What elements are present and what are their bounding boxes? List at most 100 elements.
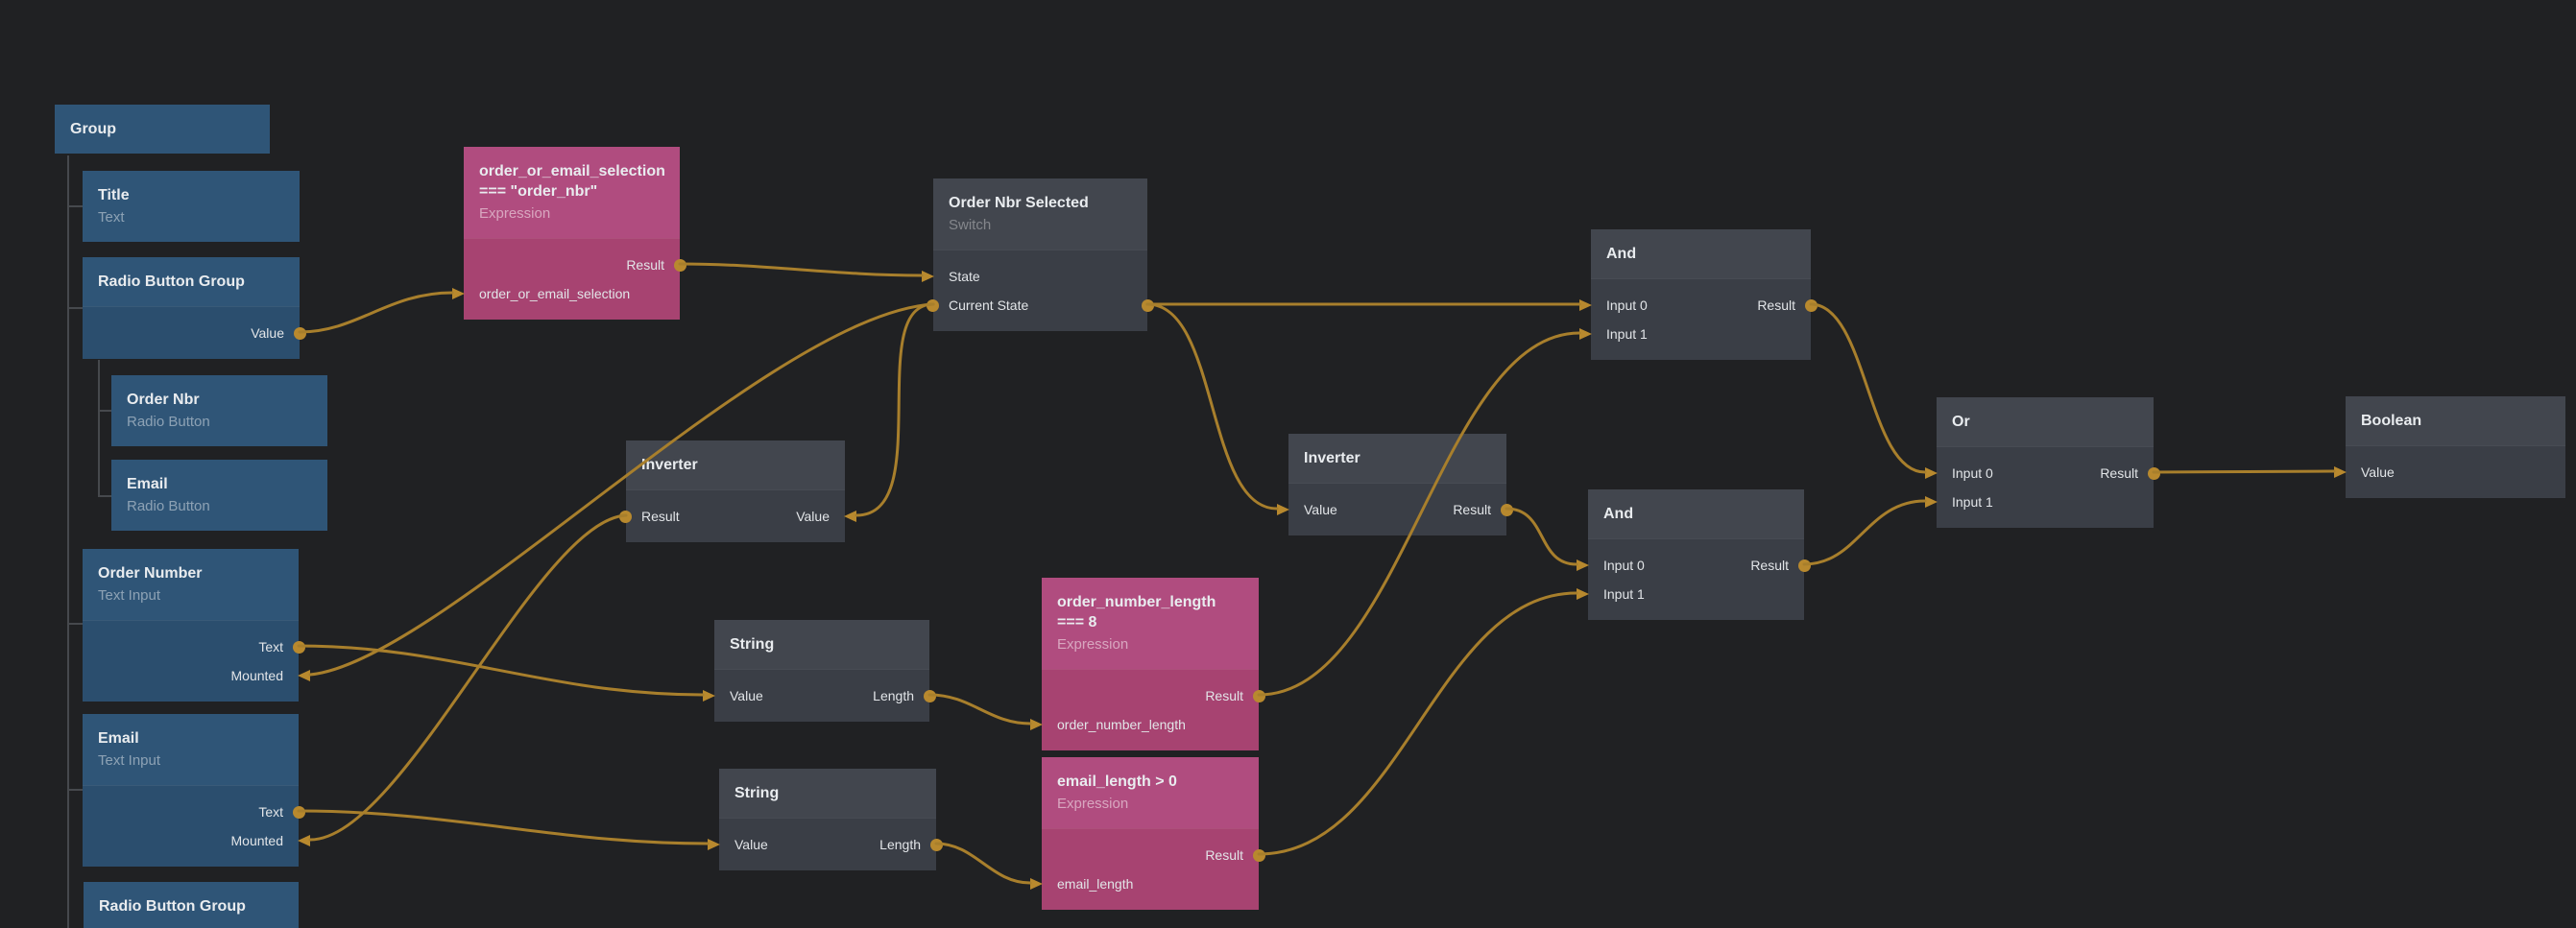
input-port-arrow[interactable] — [1579, 299, 1592, 311]
node-subtitle: Expression — [1057, 795, 1243, 814]
input-port-arrow[interactable] — [708, 839, 720, 850]
node-title: Inverter — [1304, 448, 1491, 468]
group-hierarchy-line — [67, 623, 83, 625]
node-title: Or — [1952, 412, 2138, 432]
wire-or-result-to-boolean-value[interactable] — [2154, 471, 2334, 472]
node-and-top[interactable]: And Input 0 Result Input 1 — [1591, 229, 1811, 360]
node-group[interactable]: Group — [55, 105, 270, 154]
input-port-arrow[interactable] — [1277, 504, 1289, 515]
group-hierarchy-line — [98, 495, 111, 497]
wire-and-top-result-to-or-input0[interactable] — [1811, 304, 1925, 472]
group-hierarchy-line — [67, 789, 83, 791]
node-title: Email — [127, 474, 312, 494]
port-label: Result — [1205, 681, 1243, 710]
wire-inverter-left-result-to-email-mounted[interactable] — [310, 515, 626, 840]
input-port-arrow[interactable] — [1577, 559, 1589, 571]
node-title: email_length > 0 — [1057, 772, 1243, 792]
node-title: Boolean — [2361, 411, 2550, 431]
node-subtitle: Switch — [949, 216, 1132, 235]
node-subtitle: Text Input — [98, 586, 283, 606]
node-email-input[interactable]: Email Text Input Text Mounted — [83, 714, 299, 867]
port-label: order_number_length — [1057, 710, 1186, 739]
node-radio-button-group[interactable]: Radio Button Group Value — [83, 257, 300, 359]
port-label: Mounted — [231, 661, 283, 690]
node-email-radio[interactable]: Email Radio Button — [111, 460, 327, 531]
wire-and-bottom-result-to-or-input1[interactable] — [1804, 501, 1925, 564]
node-title: Email — [98, 728, 283, 749]
input-port-arrow[interactable] — [452, 288, 465, 299]
wire-string-bottom-length-to-expression[interactable] — [936, 844, 1030, 883]
input-port-arrow[interactable] — [1577, 588, 1589, 600]
node-expression-selection[interactable]: order_or_email_selection === "order_nbr"… — [464, 147, 680, 320]
group-hierarchy-line — [67, 307, 83, 309]
node-string-bottom[interactable]: String Value Length — [719, 769, 936, 870]
wire-radio-value-to-expression[interactable] — [300, 293, 452, 332]
node-title: And — [1606, 244, 1795, 264]
port-label: Value — [734, 830, 768, 859]
wire-string-top-length-to-expression[interactable] — [929, 695, 1030, 724]
input-port-arrow[interactable] — [298, 670, 310, 681]
node-title-text[interactable]: Title Text — [83, 171, 300, 242]
port-label: Result — [626, 250, 664, 279]
input-port-arrow[interactable] — [298, 835, 310, 846]
node-subtitle: Text — [98, 208, 284, 227]
input-port-arrow[interactable] — [703, 690, 715, 702]
input-port-arrow[interactable] — [1925, 467, 1938, 479]
node-title: Order Nbr Selected — [949, 193, 1132, 213]
port-label: Result — [1205, 841, 1243, 869]
input-port-arrow[interactable] — [1030, 719, 1043, 730]
port-label: Text — [258, 632, 283, 661]
input-port-arrow[interactable] — [1579, 328, 1592, 340]
node-title: Inverter — [641, 455, 830, 475]
node-inverter-right[interactable]: Inverter Value Result — [1288, 434, 1506, 535]
node-or[interactable]: Or Input 0 Result Input 1 — [1937, 397, 2154, 528]
node-switch-order-nbr-selected[interactable]: Order Nbr Selected Switch State Current … — [933, 178, 1147, 331]
group-hierarchy-line — [98, 410, 111, 412]
port-label: Length — [873, 681, 914, 710]
node-order-nbr-radio[interactable]: Order Nbr Radio Button — [111, 375, 327, 446]
node-and-bottom[interactable]: And Input 0 Result Input 1 — [1588, 489, 1804, 620]
port-label: State — [949, 262, 980, 291]
node-expression-order-number-length[interactable]: order_number_length === 8 Expression Res… — [1042, 578, 1259, 750]
node-inverter-left[interactable]: Inverter Result Value — [626, 440, 845, 542]
input-port-arrow[interactable] — [1925, 496, 1938, 508]
port-label: Result — [1757, 291, 1795, 320]
input-port-arrow[interactable] — [844, 511, 856, 522]
node-radio-button-group-2[interactable]: Radio Button Group — [84, 882, 299, 928]
wire-current-state-to-inverter-right-value[interactable] — [1147, 304, 1277, 509]
node-string-top[interactable]: String Value Length — [714, 620, 929, 722]
node-subtitle: Radio Button — [127, 497, 312, 516]
port-label: Length — [879, 830, 921, 859]
node-title: Order Number — [98, 563, 283, 583]
port-label: Value — [2361, 458, 2395, 487]
port-label: Input 1 — [1606, 320, 1648, 348]
input-port-arrow[interactable] — [2334, 466, 2347, 478]
node-title: And — [1603, 504, 1789, 524]
group-hierarchy-line — [67, 155, 69, 928]
port-label: order_or_email_selection — [479, 279, 630, 308]
node-title: Radio Button Group — [98, 272, 284, 292]
port-label: Result — [2100, 459, 2138, 488]
wire-expression-result-to-switch-state[interactable] — [680, 264, 922, 275]
wire-inverter-right-result-to-and-bottom-input0[interactable] — [1506, 509, 1577, 564]
port-label: Value — [1304, 495, 1337, 524]
input-port-arrow[interactable] — [1030, 878, 1043, 890]
wire-order-number-text-to-string-top-value[interactable] — [299, 646, 703, 695]
node-boolean[interactable]: Boolean Value — [2346, 396, 2565, 498]
input-port-arrow[interactable] — [922, 271, 934, 282]
node-expression-email-length[interactable]: email_length > 0 Expression Result email… — [1042, 757, 1259, 910]
port-label: Input 0 — [1603, 551, 1645, 580]
node-title: String — [730, 634, 914, 654]
node-title: Title — [98, 185, 284, 205]
node-title: order_or_email_selection === "order_nbr" — [479, 161, 664, 202]
port-label: Result — [641, 502, 680, 531]
port-label: Current State — [949, 291, 1028, 320]
node-order-number-input[interactable]: Order Number Text Input Text Mounted — [83, 549, 299, 702]
wire-email-length-result-to-and-bottom-input1[interactable] — [1259, 593, 1577, 854]
port-label: Text — [258, 797, 283, 826]
node-title: Order Nbr — [127, 390, 312, 410]
port-label: Result — [1750, 551, 1789, 580]
wire-current-state-to-inverter-left-value[interactable] — [856, 304, 933, 515]
port-label: Input 0 — [1606, 291, 1648, 320]
